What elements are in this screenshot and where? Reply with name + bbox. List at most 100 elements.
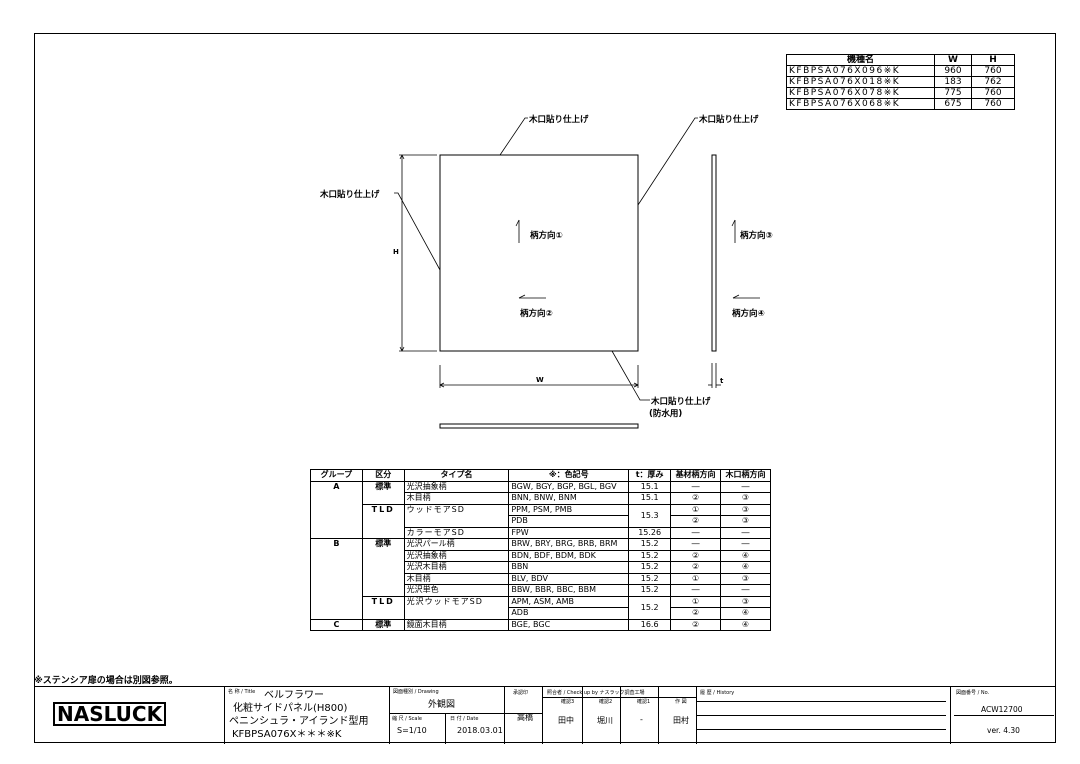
spec-edge-dir: ―: [720, 584, 771, 597]
spec-edge-dir: ④: [720, 561, 771, 574]
spec-thickness: 15.3: [628, 503, 672, 528]
table-row: TLD 光沢ウッドモアSD APM, ASM, AMB 15.2 ① ③: [311, 595, 771, 620]
spec-header-edge-dir: 木口柄方向: [720, 469, 771, 482]
spec-header-thickness: t：厚み: [628, 469, 672, 482]
spec-edge-dir: ―: [720, 480, 771, 493]
table-row: 光沢木目柄 BBN 15.2 ② ④: [311, 561, 771, 574]
spec-code: PPM, PSM, PMB: [508, 503, 630, 516]
model-h: 760: [971, 98, 1015, 110]
spec-base-dir: ―: [670, 584, 722, 597]
spec-edge-dir: ③: [720, 595, 771, 608]
edge-finish-label-top: 木口貼り仕上げ: [529, 115, 589, 125]
model-table: 機種名 W H KFBPSA076X096※K 960 760 KFBPSA07…: [786, 54, 1015, 110]
spec-code: BRW, BRY, BRG, BRB, BRM: [508, 538, 630, 551]
pattern-direction-4: 柄方向④: [732, 309, 765, 319]
spec-thickness: 15.2: [628, 584, 672, 597]
table-row: B 標準 光沢パール柄 BRW, BRY, BRG, BRB, BRM 15.2…: [310, 538, 771, 620]
spec-type: カラーモアSD: [403, 526, 510, 539]
table-row: A 標準 光沢抽象柄 BGW, BGY, BGP, BGL, BGV 15.1 …: [310, 480, 771, 539]
title-line-2: 化粧サイドパネル(H800): [233, 703, 348, 714]
spec-header-group: グループ: [310, 469, 363, 482]
spec-thickness: 15.2: [628, 561, 672, 574]
spec-edge-dir: ―: [720, 538, 771, 551]
spec-type: 光沢パール柄: [403, 538, 510, 551]
spec-type: 光沢抽象柄: [403, 480, 510, 493]
dimension-w: [439, 365, 639, 388]
spec-type: 木目柄: [403, 492, 510, 505]
drawing-number: ACW12700: [981, 705, 1023, 714]
spec-edge-dir: ③: [720, 503, 771, 516]
spec-type: 鏡面木目柄: [403, 618, 510, 631]
logo-text: NASLUCK: [53, 702, 167, 726]
spec-base-dir: ―: [670, 538, 722, 551]
front-panel-outline: [439, 154, 639, 352]
spec-edge-dir: ③: [720, 515, 771, 528]
spec-kubun: TLD: [361, 595, 405, 620]
edge-finish-label-bottom: 木口貼り仕上げ: [651, 397, 711, 407]
model-w: 675: [934, 98, 972, 110]
spec-group: A: [310, 480, 363, 539]
check-caption: 照合者 / Check up by ナスラック調査工場: [547, 690, 645, 696]
check-value-3: -: [640, 715, 643, 724]
table-row: カラーモアSD FPW 15.26 ― ―: [311, 526, 771, 539]
spec-type: 光沢ウッドモアSD: [403, 595, 510, 620]
approve-value: 高橋: [517, 713, 533, 722]
spec-thickness: 15.2: [628, 595, 672, 620]
table-row: C 標準 鏡面木目柄 BGE, BGC 16.6 ② ④: [310, 618, 771, 631]
spec-kubun: 標準: [361, 480, 405, 505]
spec-type: 光沢木目柄: [403, 561, 510, 574]
spec-base-dir: ②: [670, 515, 722, 528]
spec-base-dir: ②: [670, 607, 722, 620]
check-sub-2: 確認2: [599, 699, 613, 705]
check-value-4: 田村: [673, 716, 689, 725]
spec-base-dir: ―: [670, 480, 722, 493]
scale-value: S=1/10: [397, 726, 427, 735]
spec-edge-dir: ③: [720, 572, 771, 585]
model-row: KFBPSA076X068※K 675 760: [786, 98, 1015, 110]
spec-thickness: 15.2: [628, 549, 672, 562]
spec-base-dir: ②: [670, 492, 722, 505]
spec-header-code: ※：色記号: [508, 469, 630, 482]
table-row: 光沢抽象柄 BDN, BDF, BDM, BDK 15.2 ② ④: [311, 549, 771, 562]
title-caption: 名 称 / Title: [228, 689, 256, 695]
table-row: PDB ② ③: [311, 515, 771, 528]
pattern-direction-1: 柄方向①: [530, 231, 563, 241]
check-sub-4: 作 図: [675, 699, 687, 705]
scale-caption: 縮 尺 / Scale: [392, 716, 422, 722]
spec-code: BNN, BNW, BNM: [508, 492, 630, 505]
spec-edge-dir: ―: [720, 526, 771, 539]
spec-table: グループ 区分 タイプ名 ※：色記号 t：厚み 基材柄方向 木口柄方向 A 標準…: [310, 469, 771, 631]
spec-base-dir: ②: [670, 618, 722, 631]
spec-code: BBW, BBR, BBC, BBM: [508, 584, 630, 597]
spec-edge-dir: ④: [720, 618, 771, 631]
spec-kubun: 標準: [361, 618, 405, 631]
history-caption: 履 歴 / History: [700, 690, 735, 696]
spec-base-dir: ―: [670, 526, 722, 539]
spec-base-dir: ①: [670, 595, 722, 608]
direction-arrows: [515, 219, 760, 299]
drawing-value: 外観図: [428, 700, 456, 710]
dimension-t: [708, 363, 721, 388]
bottom-panel-outline: [439, 423, 639, 429]
spec-code: BGE, BGC: [508, 618, 630, 631]
drawing-caption: 図面種別 / Drawing: [393, 689, 439, 695]
spec-group: C: [310, 618, 363, 631]
stencia-note: ※ステンシア扉の場合は別図参照。: [34, 676, 178, 686]
spec-code: BDN, BDF, BDM, BDK: [508, 549, 630, 562]
model-row: KFBPSA076X096※K 960 760: [786, 65, 1015, 77]
spec-header-type: タイプ名: [403, 469, 510, 482]
title-line-3: ペニンシュラ・アイランド型用: [229, 716, 369, 727]
spec-kubun: 標準: [361, 538, 405, 597]
spec-edge-dir: ④: [720, 607, 771, 620]
spec-code: ADB: [508, 607, 630, 620]
spec-thickness: 15.2: [628, 572, 672, 585]
nasluck-logo: NASLUCK: [53, 702, 186, 726]
spec-thickness: 15.26: [628, 526, 672, 539]
number-caption: 図面番号 / No.: [956, 690, 990, 696]
date-caption: 日 付 / Date: [450, 716, 479, 722]
spec-type: 木目柄: [403, 572, 510, 585]
spec-type: 光沢抽象柄: [403, 549, 510, 562]
spec-base-dir: ①: [670, 572, 722, 585]
edge-finish-label-left: 木口貼り仕上げ: [320, 190, 380, 200]
spec-thickness: 15.1: [628, 480, 672, 493]
